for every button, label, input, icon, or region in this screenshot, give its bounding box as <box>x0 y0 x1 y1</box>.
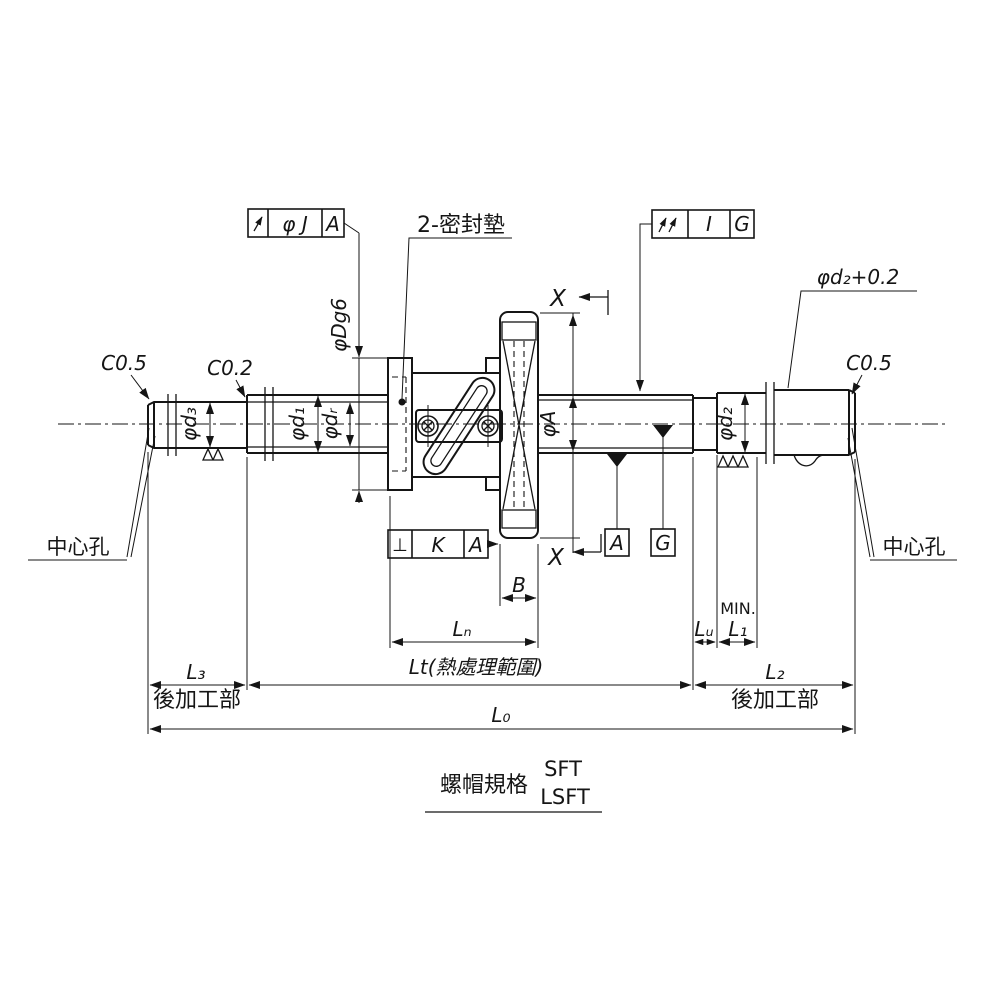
partial-break-curve <box>793 454 827 467</box>
seal-leader-dot <box>398 398 406 406</box>
dim-Lu: Lᵤ <box>694 617 716 646</box>
tube-clamp-strap <box>415 409 503 443</box>
datum-target-g: G <box>650 425 676 557</box>
right-neck-section <box>693 393 718 453</box>
nut-spec-label: 螺帽規格 <box>440 773 528 798</box>
dim-Ln: Lₙ <box>391 617 537 646</box>
label-dia-d2: φd₂ <box>713 407 737 441</box>
label-dia-Dg6: φDg6 <box>327 298 351 352</box>
callout-k-tolerance: K <box>431 533 446 557</box>
datum-g-label: G <box>655 531 671 555</box>
chamfer-step-note: C0.2 <box>207 356 253 398</box>
dim-Lt: Lt(熱處理範圍) <box>248 655 692 689</box>
nut-spec-title: 螺帽規格 SFT LSFT <box>425 757 602 813</box>
nut-flange <box>499 311 539 539</box>
callout-j-tolerance: φ J <box>282 212 308 236</box>
clamp-screw-left <box>417 405 439 447</box>
label-Ln: Lₙ <box>452 617 471 641</box>
label-L1: L₁ <box>728 617 747 641</box>
circular-runout-icon <box>253 216 263 232</box>
extension-lines <box>147 452 856 734</box>
label-dia-d1: φd₁ <box>285 407 309 441</box>
dim-L1: MIN. L₁ <box>718 599 756 646</box>
dim-dia-A: φA <box>536 312 580 553</box>
chamfer-right-end-note: C0.5 <box>846 351 892 395</box>
dim-B: B <box>501 573 537 602</box>
dim-dia-d1: φd₁ <box>285 395 322 453</box>
section-mark-top: X <box>549 286 609 315</box>
label-seal: 2-密封墊 <box>417 213 505 238</box>
datum-a-label: A <box>608 531 624 555</box>
nut-type-top: SFT <box>544 757 582 781</box>
flange-bolt-hole-bottom <box>501 509 537 529</box>
dim-dia-d2: φd₂ <box>713 393 749 453</box>
label-post-machined-right: 後加工部 <box>731 688 819 713</box>
label-L0: L₀ <box>491 703 510 727</box>
dim-L2: L₂ 後加工部 <box>694 660 854 713</box>
right-thread-section <box>538 394 694 454</box>
flange-hole-hidden-lines <box>513 341 525 509</box>
section-x-bottom-label: X <box>547 545 565 571</box>
unground-extension-note: φd₂+0.2 <box>787 265 917 389</box>
section-x-top-label: X <box>549 286 567 312</box>
surface-finish-marks <box>201 447 750 468</box>
label-L1-min: MIN. <box>720 599 756 618</box>
dim-L0: L₀ <box>149 703 854 733</box>
label-post-machined-left: 後加工部 <box>153 688 241 713</box>
ball-nut-assembly <box>387 357 503 491</box>
dim-dia-d3: φd₃ <box>177 402 214 448</box>
label-B: B <box>512 573 526 597</box>
label-chamfer-step: C0.2 <box>207 356 253 380</box>
label-chamfer-left: C0.5 <box>101 351 147 375</box>
return-tube <box>422 376 496 476</box>
datum-triangle-icon <box>653 425 673 438</box>
perpendicularity-icon: ⊥ <box>392 535 408 556</box>
total-runout-icon <box>658 217 677 233</box>
datum-target-a: A <box>604 454 630 557</box>
dim-L3: L₃ 後加工部 <box>149 660 246 713</box>
section-mark-bottom: X <box>547 534 602 571</box>
dim-dia-dr: φdᵣ <box>318 402 354 447</box>
center-hole-right-note: 中心孔 <box>847 427 957 561</box>
finish-mark-triple-triangle <box>716 454 750 468</box>
callout-i-leader <box>636 223 652 392</box>
label-L2: L₂ <box>765 660 784 684</box>
flange-face-cross <box>502 340 536 510</box>
label-dia-dr: φdᵣ <box>318 408 342 440</box>
d2-journal <box>717 392 766 454</box>
label-dia-d3: φd₃ <box>177 407 201 441</box>
label-d2-plus: φd₂+0.2 <box>817 265 899 289</box>
callout-i-tolerance: I <box>706 212 712 236</box>
runout-callout-i: I G <box>636 209 755 392</box>
callout-i-datum: G <box>734 212 750 236</box>
label-center-hole-right: 中心孔 <box>883 535 946 559</box>
clamp-screw-right <box>477 405 499 447</box>
label-dia-A: φA <box>536 411 560 438</box>
finish-mark-double-triangle <box>201 447 225 461</box>
callout-j-datum: A <box>324 212 340 236</box>
dim-dia-Dg6: φDg6 <box>327 233 388 503</box>
left-end-journal <box>147 395 248 453</box>
label-center-hole-left: 中心孔 <box>47 535 110 559</box>
perpendicularity-callout-k: ⊥ K A <box>387 529 499 559</box>
seal-hidden-lines <box>392 376 407 472</box>
datum-triangle-icon <box>607 454 627 467</box>
break-marks <box>167 382 775 464</box>
seal-note: 2-密封墊 <box>398 213 512 406</box>
label-chamfer-right: C0.5 <box>846 351 892 375</box>
label-Lu: Lᵤ <box>694 617 713 641</box>
callout-j-leader <box>343 222 360 234</box>
chamfer-left-end-note: C0.5 <box>101 351 150 400</box>
runout-callout-j: φ J A <box>247 208 360 238</box>
label-L3: L₃ <box>186 660 205 684</box>
nut-type-bottom: LSFT <box>540 785 590 809</box>
flange-bolt-hole-top <box>501 321 537 341</box>
center-hole-left-note: 中心孔 <box>28 427 156 561</box>
label-Lt: Lt(熱處理範圍) <box>409 655 544 679</box>
callout-k-datum: A <box>467 533 483 557</box>
